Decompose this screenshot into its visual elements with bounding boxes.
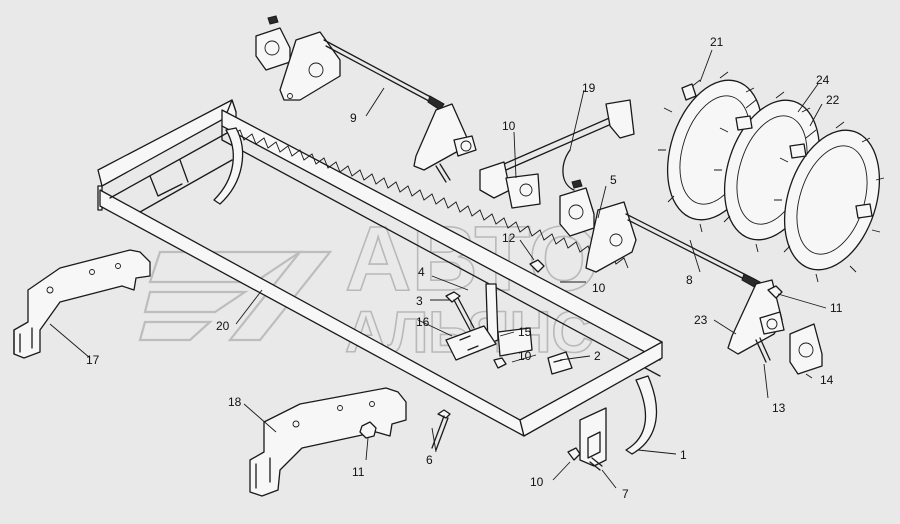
bearing-housing-top [255,15,291,71]
bolt-7 [589,457,603,471]
bracket-10-left [479,161,541,209]
side-plate-18 [249,387,407,497]
callout-4: 4 [418,265,425,279]
rail-19 [503,99,635,191]
callout-21: 21 [710,35,724,49]
arm-bracket-right [727,279,785,355]
nut-11-right [767,285,783,299]
wheel-22 [774,121,885,283]
callout-16: 16 [416,315,430,329]
tine-mount-16 [445,283,499,361]
callout-12: 12 [502,231,516,245]
callout-14: 14 [820,373,834,387]
arm-bracket-top-right [413,103,477,183]
callout-6: 6 [426,453,433,467]
frame-bracket-right [579,407,607,467]
callout-23: 23 [694,313,708,327]
nut-12 [529,259,545,273]
callout-13: 13 [772,401,786,415]
bolt-3 [445,291,475,331]
bearing-flange-14 [789,323,823,375]
nut-10-bottom [567,447,581,461]
bearing-housing-5 [559,179,595,237]
callout-18: 18 [228,395,242,409]
callout-11-bottom: 11 [352,465,365,479]
callout-20: 20 [216,319,230,333]
callout-24: 24 [816,73,830,87]
main-frame [97,99,663,455]
callout-19: 19 [582,81,596,95]
pin-13 [755,337,771,363]
shaft-9 [323,39,445,111]
clamp-15 [497,327,533,357]
leader-lines [49,49,827,489]
arm-bracket-mid [585,201,637,273]
callout-5: 5 [610,173,617,187]
arm-bracket-top-left [279,31,341,101]
nut-10-center [493,357,507,369]
callout-2: 2 [594,349,601,363]
nut-11-bottom [359,421,377,439]
callout-8: 8 [686,273,693,287]
shaft-8 [625,213,761,289]
callout-15: 15 [518,325,532,339]
callout-10-center: 10 [518,349,532,363]
callout-7: 7 [622,487,629,501]
side-plate-17 [13,249,151,359]
callout-3: 3 [416,294,423,308]
callout-10-right: 10 [592,281,606,295]
callout-11-right: 11 [830,301,843,315]
callout-1: 1 [680,448,687,462]
callout-10-top: 10 [502,119,516,133]
callout-labels: 1 2 3 4 5 6 7 8 9 10 10 10 10 11 11 12 1… [86,35,843,501]
callout-10-bottom: 10 [530,475,544,489]
callout-17: 17 [86,353,100,367]
callout-9: 9 [350,111,357,125]
callout-22: 22 [826,93,840,107]
